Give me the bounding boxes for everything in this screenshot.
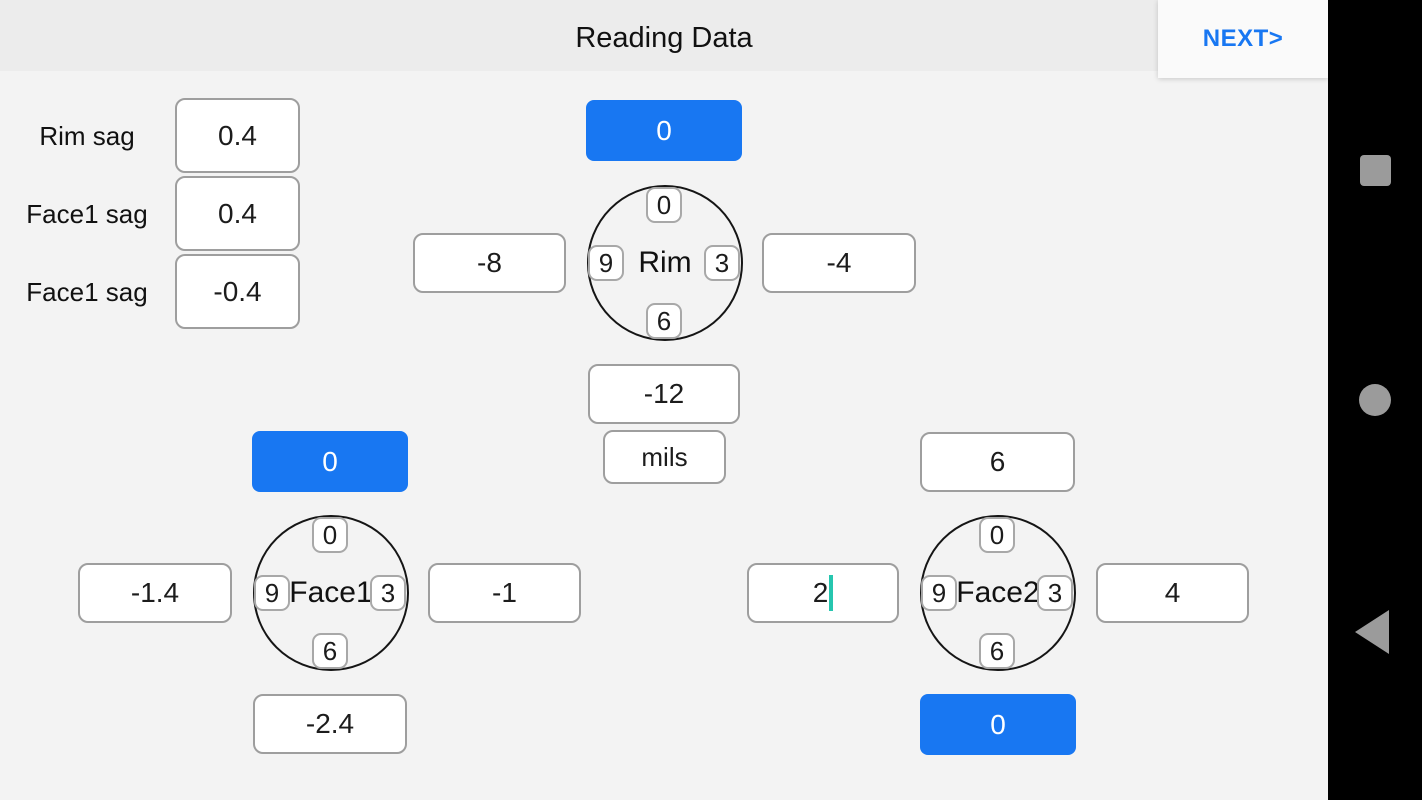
next-button-label: NEXT> xyxy=(1202,25,1284,52)
face1-reading-3-input[interactable]: -1 xyxy=(428,563,581,623)
face2-dial-label: Face2 xyxy=(956,576,1040,609)
rim-pos-6: 6 xyxy=(646,303,682,339)
rim-sag-input[interactable]: 0.4 xyxy=(175,98,300,173)
face1-sag-input-2[interactable]: -0.4 xyxy=(175,254,300,329)
next-button[interactable]: NEXT> xyxy=(1158,0,1328,78)
home-circle-icon[interactable] xyxy=(1359,384,1391,416)
rim-dial-label: Rim xyxy=(638,246,692,279)
face2-zero-button[interactable]: 0 xyxy=(920,694,1076,755)
face1-pos-3: 3 xyxy=(370,575,406,611)
android-nav-bar xyxy=(1328,0,1422,800)
page-title: Reading Data xyxy=(575,22,753,54)
face2-reading-9-value: 2 xyxy=(812,577,829,608)
face1-sag-label: Face1 sag xyxy=(26,199,148,229)
face2-pos-3: 3 xyxy=(1037,575,1073,611)
content-area: Reading Data NEXT> Rim sag 0.4 Face1 sag… xyxy=(0,0,1328,800)
recents-square-icon[interactable] xyxy=(1360,155,1391,186)
face1-pos-0: 0 xyxy=(312,517,348,553)
rim-reading-9-input[interactable]: -8 xyxy=(413,233,566,293)
face2-reading-3-input[interactable]: 4 xyxy=(1096,563,1249,623)
face1-sag-input[interactable]: 0.4 xyxy=(175,176,300,251)
face1-zero-button[interactable]: 0 xyxy=(252,431,408,492)
face1-pos-9: 9 xyxy=(254,575,290,611)
face2-reading-0-input[interactable]: 6 xyxy=(920,432,1075,492)
face1-pos-6: 6 xyxy=(312,633,348,669)
back-triangle-icon[interactable] xyxy=(1355,610,1389,654)
rim-reading-6-input[interactable]: -12 xyxy=(588,364,740,424)
rim-pos-9: 9 xyxy=(588,245,624,281)
rim-pos-0: 0 xyxy=(646,187,682,223)
face1-reading-6-input[interactable]: -2.4 xyxy=(253,694,407,754)
face2-pos-0: 0 xyxy=(979,517,1015,553)
face1-sag-label-2: Face1 sag xyxy=(26,277,148,307)
units-button[interactable]: mils xyxy=(603,430,726,484)
rim-pos-3: 3 xyxy=(704,245,740,281)
face2-pos-6: 6 xyxy=(979,633,1015,669)
text-cursor xyxy=(829,575,834,611)
header-bar: Reading Data xyxy=(0,0,1328,71)
face1-reading-9-input[interactable]: -1.4 xyxy=(78,563,232,623)
rim-zero-button[interactable]: 0 xyxy=(586,100,742,161)
rim-sag-label: Rim sag xyxy=(39,121,135,151)
face1-dial-label: Face1 xyxy=(289,576,373,609)
rim-reading-3-input[interactable]: -4 xyxy=(762,233,916,293)
face2-pos-9: 9 xyxy=(921,575,957,611)
face2-reading-9-input[interactable]: 2 xyxy=(747,563,899,623)
